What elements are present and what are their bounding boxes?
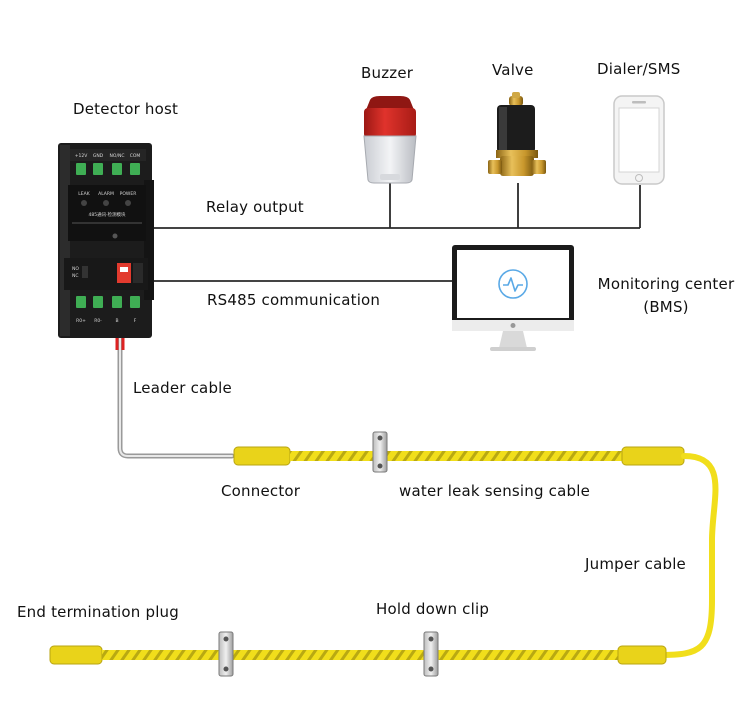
switch-label-no: NO: [72, 266, 79, 272]
relay-output-wiring: [152, 183, 641, 229]
switch-label-nc: NC: [72, 273, 79, 279]
jumper-cable: [657, 453, 719, 658]
hold-down-clip-right: [423, 631, 439, 677]
label-end-termination-plug: End termination plug: [17, 603, 179, 621]
label-detector-host: Detector host: [73, 100, 179, 118]
monitor-image: [452, 245, 574, 351]
label-jumper-cable: Jumper cable: [585, 555, 686, 573]
led-label-leak: LEAK: [78, 191, 90, 197]
terminal-12v: +12V: [75, 153, 88, 159]
label-rs485-communication: RS485 communication: [207, 291, 381, 309]
led-label-alarm: ALARM: [98, 191, 114, 197]
terminal-com: COM: [130, 153, 141, 159]
detector-host-device: +12V GND NO/NC COM LEAK ALARM POWER 485通…: [58, 143, 154, 338]
terminal-r0minus: R0-: [94, 318, 102, 324]
terminal-b: B: [115, 318, 118, 324]
terminal-r0plus: R0+: [76, 318, 86, 324]
buzzer-image: [363, 96, 417, 184]
device-model-text: 485通讯·检测模块: [88, 211, 126, 218]
label-hold-down-clip: Hold down clip: [376, 600, 490, 618]
terminal-f: F: [134, 318, 137, 324]
sensing-cable-bottom: [49, 645, 667, 665]
terminal-gnd: GND: [93, 153, 104, 159]
sensing-cable-top: [233, 446, 685, 466]
label-bms: (BMS): [643, 298, 689, 316]
label-connector: Connector: [221, 482, 301, 500]
led-label-power: POWER: [120, 191, 137, 197]
terminal-nonc: NO/NC: [110, 153, 125, 159]
leader-cable: [117, 335, 235, 459]
monitor-activity-icon: [498, 269, 528, 299]
label-water-leak-sensing-cable: water leak sensing cable: [399, 482, 591, 500]
label-relay-output: Relay output: [206, 198, 304, 216]
hold-down-clip-left: [218, 631, 234, 677]
label-leader-cable: Leader cable: [133, 379, 232, 397]
label-buzzer: Buzzer: [361, 64, 414, 82]
phone-image: [613, 95, 665, 185]
label-dialer-sms: Dialer/SMS: [597, 60, 681, 78]
hold-down-clip-top: [372, 431, 388, 473]
label-monitoring-center: Monitoring center: [597, 275, 735, 293]
valve-image: [488, 92, 546, 176]
label-valve: Valve: [492, 61, 534, 79]
